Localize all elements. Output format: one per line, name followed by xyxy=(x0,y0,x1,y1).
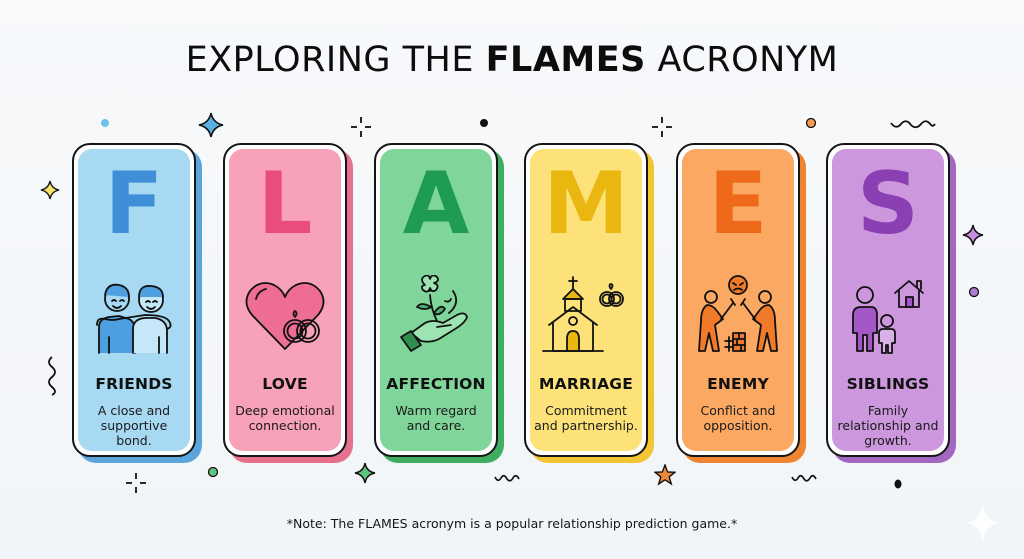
decoration-dot-icon xyxy=(805,117,817,129)
title-prefix: EXPLORING THE xyxy=(185,40,486,80)
card-word: FRIENDS xyxy=(95,375,173,393)
card-love: L LOVE Deep emotional connection. xyxy=(223,143,353,463)
squiggle-icon xyxy=(890,120,936,129)
card-word: ENEMY xyxy=(707,375,769,393)
sparkle-icon xyxy=(962,224,984,246)
card-letter: E xyxy=(708,154,768,254)
decoration-dot-icon xyxy=(480,119,488,127)
card-letter: S xyxy=(857,154,919,254)
sparkle-icon xyxy=(354,462,376,484)
card-body: A AFFECTION Warm regard and care. xyxy=(380,149,492,451)
card-friends: F FRIENDS A close and supportive bond. xyxy=(72,143,202,463)
decoration-dot-icon xyxy=(101,119,109,127)
sparkle-icon xyxy=(40,180,60,200)
heart-rings-icon xyxy=(245,282,325,350)
card-frame: L LOVE Deep emotional connection. xyxy=(223,143,347,457)
card-marriage: M MARRIAGE Commitment and partnersh xyxy=(524,143,654,463)
conflict-icon xyxy=(698,275,778,352)
sparkle-icon xyxy=(198,112,224,138)
squiggle-icon xyxy=(494,474,520,482)
crosshair-sparkle-icon xyxy=(126,473,146,493)
card-letter: A xyxy=(402,154,470,254)
card-frame: S SIBLINGS Family relationship and growt… xyxy=(826,143,950,457)
card-word: MARRIAGE xyxy=(539,375,633,393)
family-house-icon xyxy=(852,280,924,354)
card-word: LOVE xyxy=(262,375,308,393)
card-enemy: E ENEMY Conflict and opposition. xyxy=(676,143,806,463)
card-body: L LOVE Deep emotional connection. xyxy=(229,149,341,451)
card-description: Family relationship and growth. xyxy=(837,403,939,448)
card-siblings: S SIBLINGS Family relationship and growt… xyxy=(826,143,956,463)
decoration-dot-icon xyxy=(207,466,219,478)
card-body: S SIBLINGS Family relationship and growt… xyxy=(832,149,944,451)
crosshair-sparkle-icon xyxy=(351,117,371,137)
card-letter: M xyxy=(543,154,629,254)
card-description: Deep emotional connection. xyxy=(235,403,335,433)
title-suffix: ACRONYM xyxy=(645,40,839,80)
card-word: AFFECTION xyxy=(386,375,486,393)
card-description: Conflict and opposition. xyxy=(700,403,776,433)
card-word: SIBLINGS xyxy=(846,375,930,393)
decoration-dot-icon xyxy=(894,479,902,489)
card-description: Commitment and partnership. xyxy=(534,403,638,433)
card-body: F FRIENDS A close and supportive bond. xyxy=(78,149,190,451)
crosshair-sparkle-icon xyxy=(652,117,672,137)
card-frame: F FRIENDS A close and supportive bond. xyxy=(72,143,196,457)
squiggle-icon xyxy=(48,356,56,396)
card-body: E ENEMY Conflict and opposition. xyxy=(682,149,794,451)
card-frame: M MARRIAGE Commitment and partnersh xyxy=(524,143,648,457)
card-letter: L xyxy=(257,154,313,254)
page-title: EXPLORING THE FLAMES ACRONYM xyxy=(0,40,1024,80)
squiggle-icon xyxy=(791,474,817,482)
title-highlight: FLAMES xyxy=(485,40,646,80)
card-frame: A AFFECTION Warm regard and care. xyxy=(374,143,498,457)
card-frame: E ENEMY Conflict and opposition. xyxy=(676,143,800,457)
hand-flower-icon xyxy=(400,275,468,352)
card-letter: F xyxy=(104,154,164,254)
card-affection: A AFFECTION Warm regard and care. xyxy=(374,143,504,463)
footnote: *Note: The FLAMES acronym is a popular r… xyxy=(286,516,738,531)
card-description: A close and supportive bond. xyxy=(97,403,171,448)
watermark-sparkle-icon xyxy=(966,504,1000,542)
card-description: Warm regard and care. xyxy=(395,403,477,433)
friends-icon xyxy=(96,283,172,354)
star-icon xyxy=(654,464,676,486)
card-body: M MARRIAGE Commitment and partnersh xyxy=(530,149,642,451)
church-rings-icon xyxy=(542,276,624,352)
decoration-dot-icon xyxy=(968,286,980,298)
